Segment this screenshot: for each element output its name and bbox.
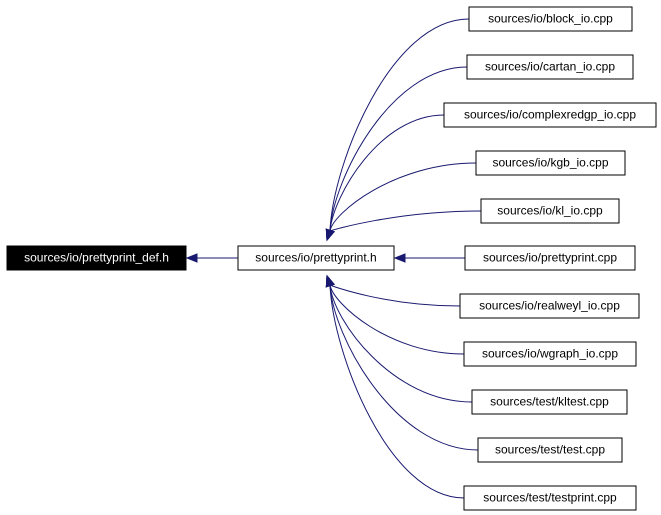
- node-test-cpp[interactable]: sources/test/test.cpp: [477, 437, 623, 463]
- node-complexredgp-io-cpp[interactable]: sources/io/complexredgp_io.cpp: [443, 102, 657, 128]
- edge-realweyl-io-cpp: [329, 284, 461, 307]
- node-realweyl-io-cpp[interactable]: sources/io/realweyl_io.cpp: [459, 293, 640, 319]
- edge-testprint-cpp: [329, 284, 465, 499]
- node-prettyprint-def-h[interactable]: sources/io/prettyprint_def.h: [6, 245, 187, 271]
- node-label: sources/io/kgb_io.cpp: [492, 156, 608, 170]
- node-box: [471, 389, 628, 415]
- node-box: [443, 102, 657, 128]
- node-box: [475, 150, 626, 176]
- edge-wgraph-io-cpp: [329, 284, 465, 355]
- node-box: [477, 437, 623, 463]
- node-label: sources/io/realweyl_io.cpp: [479, 299, 620, 313]
- node-testprint-cpp[interactable]: sources/test/testprint.cpp: [463, 485, 637, 511]
- edge-kltest-cpp: [329, 284, 473, 403]
- node-box: [466, 54, 634, 80]
- arrowhead-prettyprint-cpp: [393, 253, 406, 263]
- node-box: [463, 485, 637, 511]
- node-prettyprint-cpp[interactable]: sources/io/prettyprint.cpp: [464, 245, 636, 271]
- node-label: sources/io/kl_io.cpp: [497, 204, 603, 218]
- node-label: sources/io/block_io.cpp: [488, 12, 613, 26]
- arrowhead-root: [185, 253, 198, 263]
- node-cartan-io-cpp[interactable]: sources/io/cartan_io.cpp: [466, 54, 634, 80]
- node-label: sources/io/complexredgp_io.cpp: [464, 108, 636, 122]
- edge-kgb-io-cpp: [329, 162, 477, 232]
- node-kl-io-cpp[interactable]: sources/io/kl_io.cpp: [480, 198, 620, 224]
- node-box: [237, 245, 395, 271]
- node-wgraph-io-cpp[interactable]: sources/io/wgraph_io.cpp: [463, 341, 637, 367]
- node-label: sources/io/prettyprint.cpp: [483, 251, 617, 265]
- node-label: sources/io/prettyprint.h: [255, 251, 376, 265]
- node-box: [463, 341, 637, 367]
- edge-block-io-cpp: [329, 18, 470, 232]
- node-box: [468, 6, 633, 32]
- node-prettyprint-h[interactable]: sources/io/prettyprint.h: [237, 245, 395, 271]
- node-box: [6, 245, 187, 271]
- node-box: [459, 293, 640, 319]
- node-label: sources/test/test.cpp: [495, 443, 605, 457]
- node-kltest-cpp[interactable]: sources/test/kltest.cpp: [471, 389, 628, 415]
- edge-kl-io-cpp: [329, 210, 482, 232]
- edge-complexredgp-io-cpp: [329, 114, 445, 232]
- node-box: [464, 245, 636, 271]
- edge-cartan-io-cpp: [329, 66, 468, 232]
- node-label: sources/io/cartan_io.cpp: [485, 60, 615, 74]
- node-label: sources/test/testprint.cpp: [483, 491, 617, 505]
- includer-nodes: sources/io/block_io.cpp sources/io/cartan…: [443, 6, 657, 511]
- edge-test-cpp: [329, 284, 479, 451]
- node-label: sources/test/kltest.cpp: [490, 395, 609, 409]
- edges-layer: [185, 18, 482, 499]
- arrowhead-testprint-cpp: [325, 274, 335, 288]
- node-block-io-cpp[interactable]: sources/io/block_io.cpp: [468, 6, 633, 32]
- node-label: sources/io/prettyprint_def.h: [24, 251, 169, 265]
- arrowhead-kl-io-cpp: [325, 228, 335, 242]
- node-kgb-io-cpp[interactable]: sources/io/kgb_io.cpp: [475, 150, 626, 176]
- node-label: sources/io/wgraph_io.cpp: [482, 347, 618, 361]
- node-box: [480, 198, 620, 224]
